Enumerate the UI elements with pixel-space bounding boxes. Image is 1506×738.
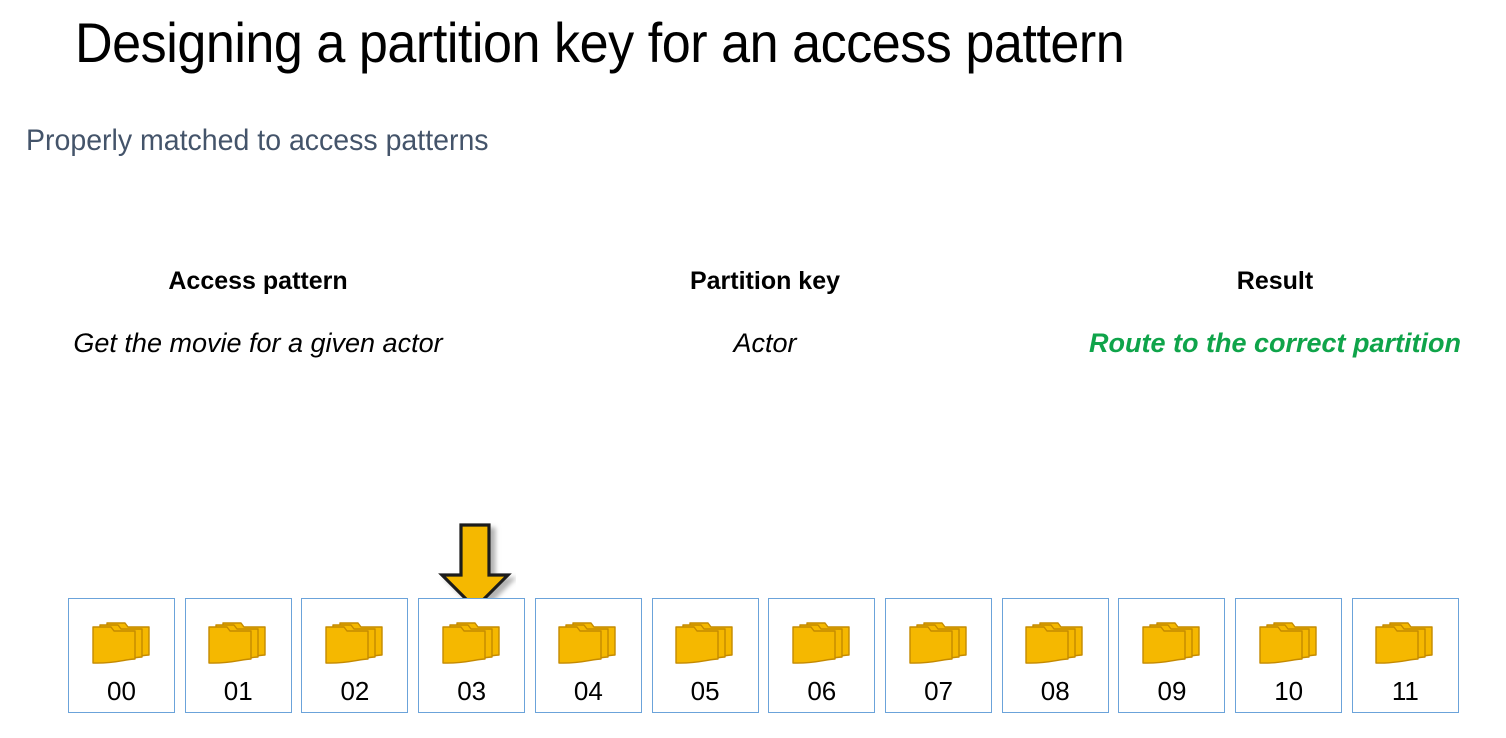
column-header-result: Result (1236, 267, 1314, 295)
partition-box-00[interactable]: 00 (68, 598, 175, 713)
stacked-documents-icon (1258, 619, 1320, 665)
partition-box-05[interactable]: 05 (651, 598, 759, 713)
stacked-documents-icon (1374, 619, 1436, 665)
partition-label: 04 (573, 676, 603, 706)
partition-label: 01 (223, 676, 253, 706)
partition-box-03[interactable]: 03 (418, 598, 526, 713)
partition-label: 08 (1040, 676, 1070, 706)
stacked-documents-icon (441, 619, 503, 665)
partition-label: 03 (457, 676, 487, 706)
column-value-partition-key: Actor (733, 328, 797, 358)
partition-label: 02 (340, 676, 370, 706)
column-result: Result Route to the correct partition (1060, 265, 1490, 367)
stacked-documents-icon (557, 619, 619, 665)
stacked-documents-icon (1141, 619, 1203, 665)
partition-box-04[interactable]: 04 (534, 598, 642, 713)
partition-label: 07 (924, 676, 953, 706)
partition-box-07[interactable]: 07 (885, 598, 993, 713)
partition-label: 00 (107, 676, 136, 706)
column-value-result: Route to the correct partition (1088, 328, 1461, 358)
partition-row: 00 01 02 03 (68, 598, 1459, 713)
column-partition-key: Partition key Actor (565, 265, 965, 367)
column-header-partition-key: Partition key (689, 267, 841, 295)
column-value-access-pattern: Get the movie for a given actor (73, 328, 443, 358)
partition-box-09[interactable]: 09 (1118, 598, 1226, 713)
page-title: Designing a partition key for an access … (75, 11, 1125, 74)
stacked-documents-icon (324, 619, 386, 665)
partition-label: 11 (1391, 676, 1419, 706)
stacked-documents-icon (908, 619, 970, 665)
partition-box-06[interactable]: 06 (768, 598, 876, 713)
stacked-documents-icon (791, 619, 853, 665)
stacked-documents-icon (674, 619, 736, 665)
stacked-documents-icon (1024, 619, 1086, 665)
partition-label: 05 (690, 676, 720, 706)
column-header-access-pattern: Access pattern (168, 267, 348, 295)
partition-box-08[interactable]: 08 (1001, 598, 1109, 713)
partition-box-10[interactable]: 10 (1235, 598, 1343, 713)
stacked-documents-icon (207, 619, 269, 665)
page-subtitle: Properly matched to access patterns (26, 124, 489, 157)
stacked-documents-icon (91, 619, 153, 665)
partition-label: 09 (1157, 676, 1187, 706)
partition-box-11[interactable]: 11 (1351, 598, 1459, 713)
partition-box-02[interactable]: 02 (301, 598, 409, 713)
column-access-pattern: Access pattern Get the movie for a given… (48, 265, 468, 367)
partition-box-01[interactable]: 01 (184, 598, 292, 713)
partition-label: 06 (807, 676, 837, 706)
partition-label: 10 (1274, 676, 1304, 706)
